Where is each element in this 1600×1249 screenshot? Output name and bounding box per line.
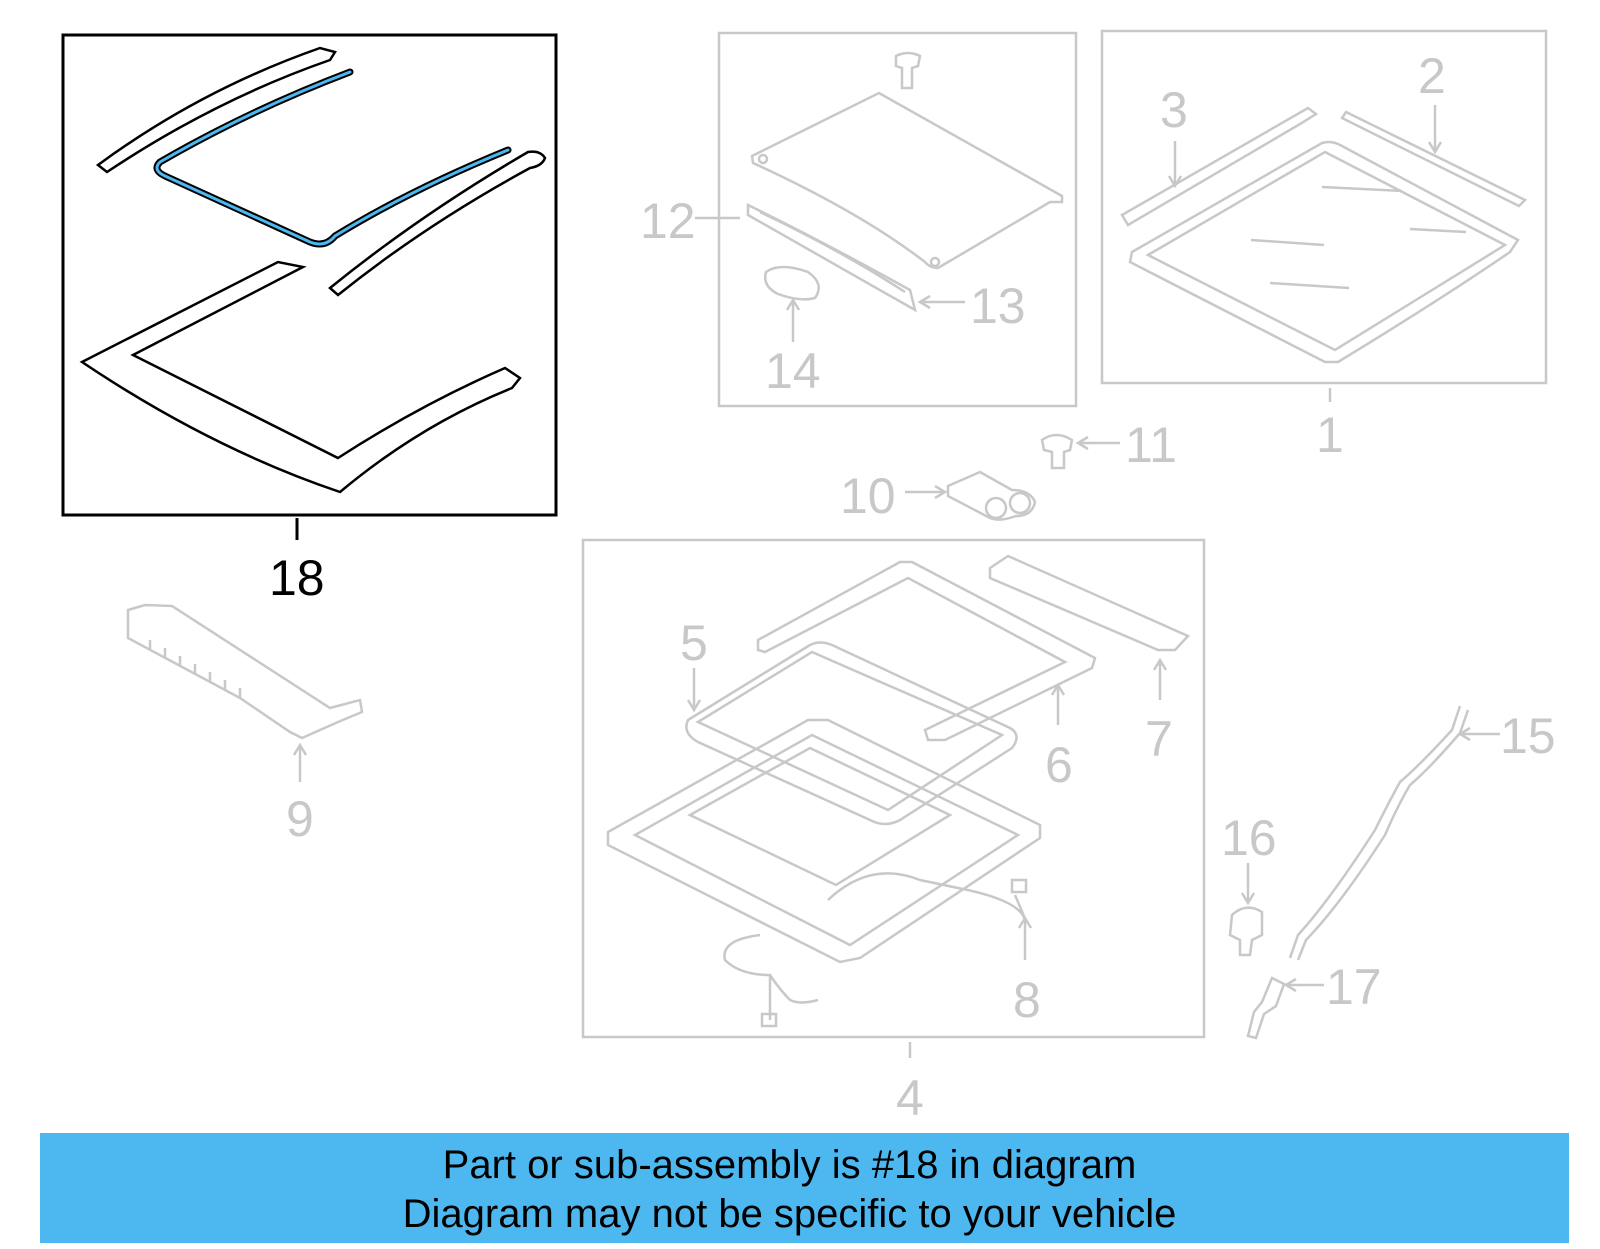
part-4-opening [687, 746, 953, 887]
part-18-rear-strip [328, 150, 547, 297]
part-12-group[interactable] [695, 31, 1078, 408]
callout-12: 12 [640, 193, 696, 249]
part-14-arrow [785, 297, 801, 311]
part-12-hole-2 [929, 256, 941, 268]
part-8-connector-2 [760, 1012, 778, 1028]
part-10-motor [946, 470, 1037, 521]
callout-7: 7 [1145, 711, 1173, 767]
part-15-cable [1288, 705, 1470, 961]
part-17-fitting [1246, 976, 1286, 1040]
info-banner: Part or sub-assembly is #18 in diagram D… [40, 1133, 1569, 1243]
part-17-arrow [1283, 977, 1297, 993]
callout-4: 4 [896, 1070, 924, 1126]
part-11-bolt [1040, 433, 1074, 470]
part-5-seal-inner [695, 650, 1005, 812]
part-9-arrow [292, 742, 308, 756]
callout-6: 6 [1045, 737, 1073, 793]
part-18-group[interactable]: 18 [61, 33, 558, 606]
callout-2: 2 [1418, 48, 1446, 104]
callout-17: 17 [1326, 959, 1382, 1015]
callout-18: 18 [269, 550, 325, 606]
part-1-box [1100, 29, 1548, 385]
part-13-arrow [917, 294, 931, 310]
part-6-frame [756, 560, 1097, 742]
part-1-glass-panel [1128, 140, 1520, 364]
part-1-glare [1321, 185, 1403, 193]
part-4-drain [827, 872, 1028, 924]
part-18-box [61, 33, 558, 517]
part-7-arrow [1152, 657, 1168, 671]
part-5-seal [685, 641, 1018, 826]
part-6-arrow [1050, 682, 1066, 696]
callout-8: 8 [1013, 972, 1041, 1028]
part-4-frame [606, 718, 1042, 964]
part-8-connector [1010, 878, 1028, 894]
callout-14: 14 [765, 343, 821, 399]
part-4-group[interactable] [581, 538, 1206, 1058]
part-1-glare-4 [1409, 227, 1467, 234]
callout-16: 16 [1221, 810, 1277, 866]
part-1-glare-2 [1250, 238, 1325, 247]
part-18-seal-highlight-inner [155, 70, 510, 246]
part-16-arrow [1240, 892, 1256, 906]
part-15-arrow [1457, 726, 1471, 742]
banner-line-1: Part or sub-assembly is #18 in diagram [442, 1143, 1137, 1187]
callout-15: 15 [1500, 708, 1556, 764]
callout-3: 3 [1160, 82, 1188, 138]
part-9-group[interactable] [126, 603, 364, 782]
part-10-port [1008, 491, 1032, 515]
part-10-port-2 [984, 496, 1008, 520]
part-11-arrow [1075, 435, 1089, 451]
part-10-11-group[interactable] [905, 433, 1120, 521]
part-8-arrow [1017, 915, 1033, 929]
callout-10: 10 [840, 468, 896, 524]
part-2-arrow [1427, 141, 1443, 155]
part-4-box [581, 538, 1206, 1039]
callout-13: 13 [970, 278, 1026, 334]
part-12-sunshade-panel [750, 91, 1064, 270]
part-16-clip [1228, 906, 1264, 957]
part-2-strip [1340, 110, 1528, 208]
callout-5: 5 [680, 615, 708, 671]
part-12-bolt [894, 51, 922, 90]
part-3-deflector [1120, 106, 1319, 227]
part-12-hole [757, 153, 769, 165]
part-18-main-weatherstrip [79, 260, 522, 494]
callout-1: 1 [1316, 407, 1344, 463]
part-5-arrow [686, 699, 702, 713]
part-3-arrow [1167, 175, 1183, 189]
banner-line-2: Diagram may not be specific to your vehi… [402, 1192, 1177, 1236]
part-8-harness [723, 933, 819, 1020]
part-1-group[interactable] [1100, 29, 1548, 402]
part-14-clip [764, 265, 820, 301]
part-12-box [717, 31, 1078, 408]
part-13-strip [746, 203, 917, 313]
part-1-glare-3 [1269, 281, 1350, 290]
part-1-glass-inner [1145, 150, 1508, 352]
part-10-arrow [934, 484, 948, 500]
part-9-teeth [148, 640, 242, 698]
part-9-rail [126, 603, 364, 740]
part-18-front-strip-outer [95, 46, 337, 174]
callout-9: 9 [286, 791, 314, 847]
callout-11: 11 [1125, 417, 1177, 473]
part-7-panel [988, 554, 1191, 652]
part-4-frame-inner [632, 733, 1021, 947]
part-15-17-group[interactable] [1228, 705, 1500, 1040]
